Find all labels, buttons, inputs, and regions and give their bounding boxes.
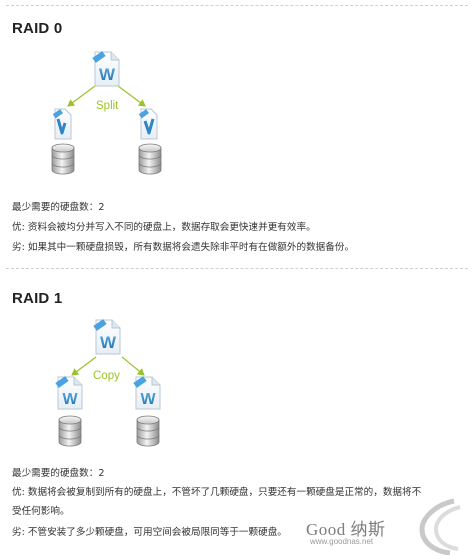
raid1-cons: 劣: 不管安装了多少颗硬盘，可用空间会被局限同等于一颗硬盘。 — [12, 527, 287, 538]
raid0-cons: 劣: 如果其中一颗硬盘损毁，所有数据将会遗失除非平时有在做额外的数据备份。 — [12, 242, 355, 253]
raid1-min-disks: 最少需要的硬盘数：2 — [12, 468, 105, 479]
raid1-flow-label: Copy — [93, 370, 120, 382]
raid1-left-copy-document-icon: W — [55, 376, 83, 410]
watermark-logo-icon — [419, 498, 461, 555]
raid1-pros: 优: 数据将会被复制到所有的硬盘上，不管坏了几颗硬盘，只要还有一颗硬盘是正常的，… — [12, 487, 422, 498]
raid1-left-disk-icon — [58, 415, 82, 447]
raid0-source-document-icon: W — [92, 51, 120, 87]
raid0-title: RAID 0 — [12, 20, 63, 37]
raid0-min-disks: 最少需要的硬盘数：2 — [12, 202, 105, 213]
raid0-pros: 优: 资料会被均分并写入不同的硬盘上，数据存取会更快速并更有效率。 — [12, 222, 316, 233]
raid1-right-disk-icon — [136, 415, 160, 447]
svg-text:W: W — [140, 391, 156, 408]
watermark: Good 纳斯 www.goodnas.net — [306, 497, 466, 555]
raid0-diagram: W — [51, 51, 162, 175]
svg-text:W: W — [100, 333, 117, 352]
top-divider — [6, 5, 468, 6]
raid1-title: RAID 1 — [12, 290, 63, 307]
watermark-url: www.goodnas.net — [310, 537, 374, 546]
raid0-arrow-right — [117, 85, 146, 107]
svg-text:W: W — [99, 65, 116, 84]
raid1-arrow-left — [71, 356, 97, 376]
raid1-arrow-right — [121, 356, 145, 376]
raid1-pros-continued: 受任何影响。 — [12, 506, 70, 517]
raid1-source-document-icon: W — [93, 319, 121, 355]
raid0-flow-label: Split — [96, 100, 119, 112]
raid0-left-disk-icon — [51, 143, 75, 175]
raid0-right-disk-icon — [138, 143, 162, 175]
raid0-arrow-left — [67, 85, 96, 107]
section-divider — [6, 268, 468, 269]
svg-text:W: W — [62, 391, 78, 408]
raid0-left-half-document-icon — [52, 108, 72, 140]
raid1-right-copy-document-icon: W — [133, 376, 161, 410]
raid0-right-half-document-icon — [138, 108, 158, 140]
watermark-brand: Good 纳斯 — [306, 520, 386, 539]
raid1-diagram: W W W — [55, 319, 161, 447]
